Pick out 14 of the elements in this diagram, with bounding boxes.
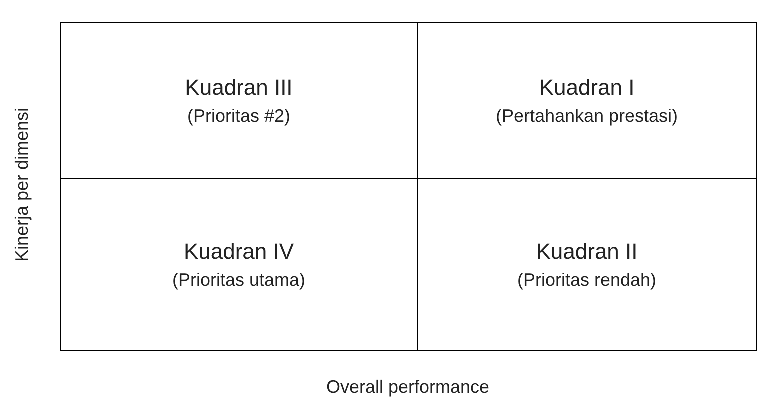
quadrant-title: Kuadran II [536, 238, 638, 266]
y-axis-label: Kinerja per dimensi [12, 108, 33, 262]
quadrant-box [60, 22, 418, 179]
quadrant-box [60, 178, 418, 351]
quadrant-description: (Pertahankan prestasi) [496, 104, 678, 128]
quadrant-description: (Prioritas rendah) [517, 268, 657, 292]
quadrant-description: (Prioritas utama) [172, 268, 306, 292]
quadrant-title: Kuadran I [539, 74, 635, 102]
quadrant-title: Kuadran III [185, 74, 293, 102]
quadrant-title: Kuadran IV [184, 238, 294, 266]
x-axis-label: Overall performance [326, 377, 490, 398]
quadrant-box [417, 178, 757, 351]
quadrant-box [417, 22, 757, 179]
quadrant-description: (Prioritas #2) [187, 104, 291, 128]
